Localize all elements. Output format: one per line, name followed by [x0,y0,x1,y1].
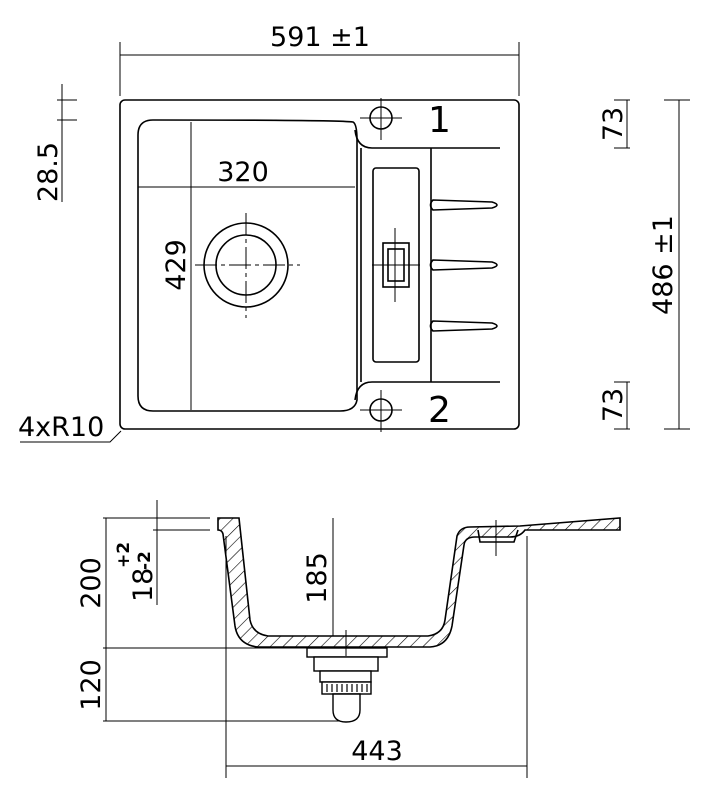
bowl-depth-section-dim: 185 [302,552,333,604]
section-view: 200 120 18 +2 -2 185 443 [76,500,621,778]
corner-radius-leader [20,430,122,443]
drainer-bottom-edge [354,381,500,401]
drain-hole [195,213,300,318]
sink-section-shell [217,517,621,648]
drainer-rib [429,259,498,271]
rim-tolerance-minus: -2 [135,551,155,570]
hole-1-label: 1 [428,100,451,141]
hole-2-label: 2 [428,390,451,431]
bowl-offset-dim: 28.5 [33,142,64,202]
drainer-top-edge [354,129,500,149]
hole-offset-bottom-dim: 73 [598,388,629,422]
drain-assembly [306,630,388,723]
drainboard-hole-section [477,529,519,543]
top-view: 1 2 320 429 591 ±1 28.5 4xR10 [18,22,690,443]
sink-outline [119,99,520,430]
hole-offset-top-dim: 73 [598,107,629,141]
total-height-dim: 200 [76,557,107,609]
bowl-depth-dim: 429 [161,239,192,291]
bowl-width-section-dim: 443 [351,736,403,767]
tap-hole-1 [360,98,402,140]
bowl-width-dim: 320 [217,157,269,188]
overall-depth-dim: 486 ±1 [648,215,679,315]
rim-thickness-dim: 18 [128,568,159,602]
drainer-rib [429,320,498,332]
rim-tolerance-plus: +2 [114,542,134,568]
corner-radius-dim: 4xR10 [18,412,104,443]
drainer-rib [429,199,498,211]
drain-height-dim: 120 [76,659,107,711]
overall-width-dim: 591 ±1 [270,22,370,53]
tap-hole-2 [360,390,402,432]
